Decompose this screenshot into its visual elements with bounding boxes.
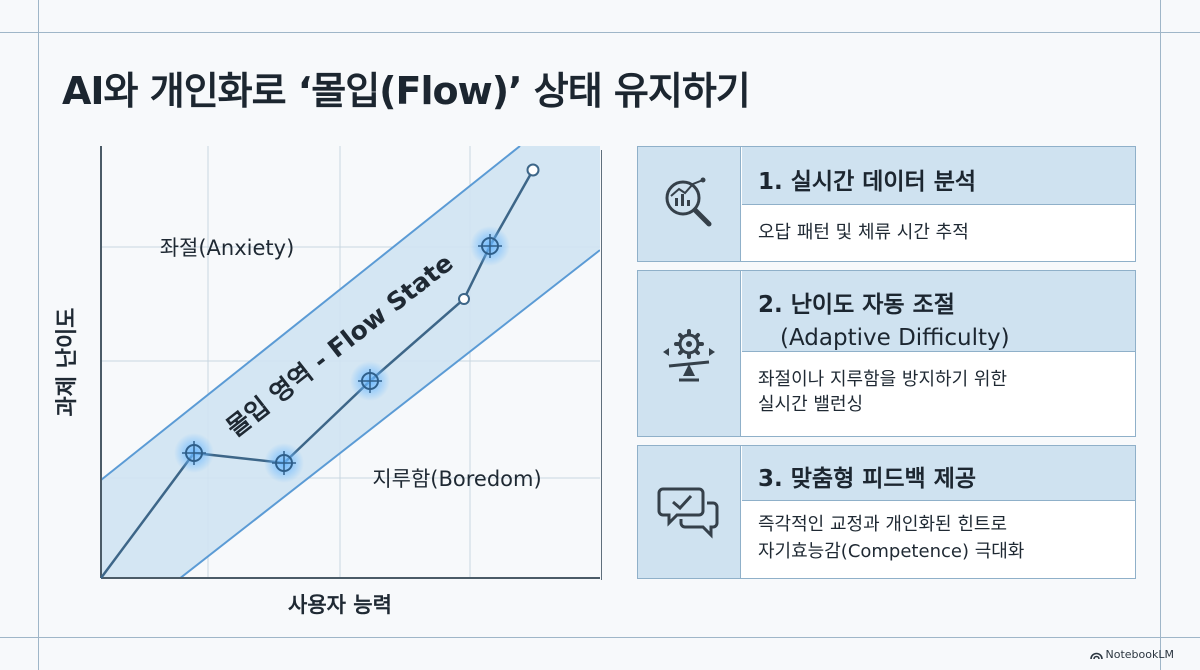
x-axis-label: 사용자 능력 bbox=[288, 593, 392, 617]
notebooklm-watermark: NotebookLM bbox=[1089, 648, 1174, 661]
card-body-line1: 좌절이나 지루함을 방지하기 위한 bbox=[758, 369, 1008, 390]
card-title: 2. 난이도 자동 조절 bbox=[758, 292, 955, 318]
card-icon-cell bbox=[638, 446, 741, 578]
y-axis-label: 과제 난이도 bbox=[55, 308, 80, 417]
notebooklm-logo-icon bbox=[1089, 652, 1103, 659]
zone-boredom-label: 지루함(Boredom) bbox=[372, 467, 541, 491]
chat-check-icon bbox=[657, 487, 719, 539]
band-edge-lower bbox=[178, 249, 600, 578]
magnifier-chart-icon bbox=[665, 177, 712, 227]
card-title: 1. 실시간 데이터 분석 bbox=[758, 169, 977, 195]
card-adaptive-difficulty: 2. 난이도 자동 조절 (Adaptive Difficulty) 좌절이나 … bbox=[637, 270, 1136, 437]
section-divider bbox=[601, 150, 602, 580]
card-body: 오답 패턴 및 체류 시간 추적 bbox=[742, 206, 1135, 261]
card-custom-feedback: 3. 맞춤형 피드백 제공 즉각적인 교정과 개인화된 힌트로 자기효능감(Co… bbox=[637, 445, 1136, 579]
card-body: 즉각적인 교정과 개인화된 힌트로 자기효능감(Competence) 극대화 bbox=[742, 502, 1135, 578]
target-marker-3 bbox=[350, 361, 390, 401]
card-title-line2: (Adaptive Difficulty) bbox=[780, 325, 1010, 351]
card-header: 3. 맞춤형 피드백 제공 bbox=[742, 446, 1135, 501]
frame-line-top bbox=[0, 32, 1200, 33]
page-title: AI와 개인화로 ‘몰입(Flow)’ 상태 유지하기 bbox=[62, 69, 751, 113]
card-body-line2: 자기효능감(Competence) 극대화 bbox=[758, 541, 1025, 562]
card-body-line2: 실시간 밸런싱 bbox=[758, 394, 864, 415]
target-marker-1 bbox=[174, 433, 214, 473]
card-icon-cell bbox=[638, 147, 741, 261]
card-title: 3. 맞춤형 피드백 제공 bbox=[758, 466, 977, 492]
frame-line-bottom bbox=[0, 637, 1200, 638]
path-point bbox=[458, 293, 470, 305]
target-marker-2 bbox=[264, 443, 304, 483]
watermark-text: NotebookLM bbox=[1105, 648, 1174, 661]
card-icon-cell bbox=[638, 271, 741, 436]
band-edge-upper bbox=[101, 146, 521, 481]
card-body-line: 오답 패턴 및 체류 시간 추적 bbox=[758, 222, 969, 243]
card-body-line1: 즉각적인 교정과 개인화된 힌트로 bbox=[758, 514, 1008, 535]
card-header: 2. 난이도 자동 조절 (Adaptive Difficulty) bbox=[742, 271, 1135, 352]
frame-line-left bbox=[38, 0, 39, 670]
target-marker-4 bbox=[470, 226, 510, 266]
zone-anxiety-label: 좌절(Anxiety) bbox=[160, 236, 295, 260]
gear-balance-icon bbox=[663, 328, 715, 381]
flow-band bbox=[101, 146, 600, 578]
card-body: 좌절이나 지루함을 방지하기 위한 실시간 밸런싱 bbox=[742, 353, 1135, 436]
flow-chart: 좌절(Anxiety) 지루함(Boredom) 몰입 영역 - Flow St… bbox=[55, 146, 600, 617]
path-point-end bbox=[526, 163, 540, 177]
frame-line-right bbox=[1160, 0, 1161, 670]
card-header: 1. 실시간 데이터 분석 bbox=[742, 147, 1135, 205]
card-realtime-analysis: 1. 실시간 데이터 분석 오답 패턴 및 체류 시간 추적 bbox=[637, 146, 1136, 262]
